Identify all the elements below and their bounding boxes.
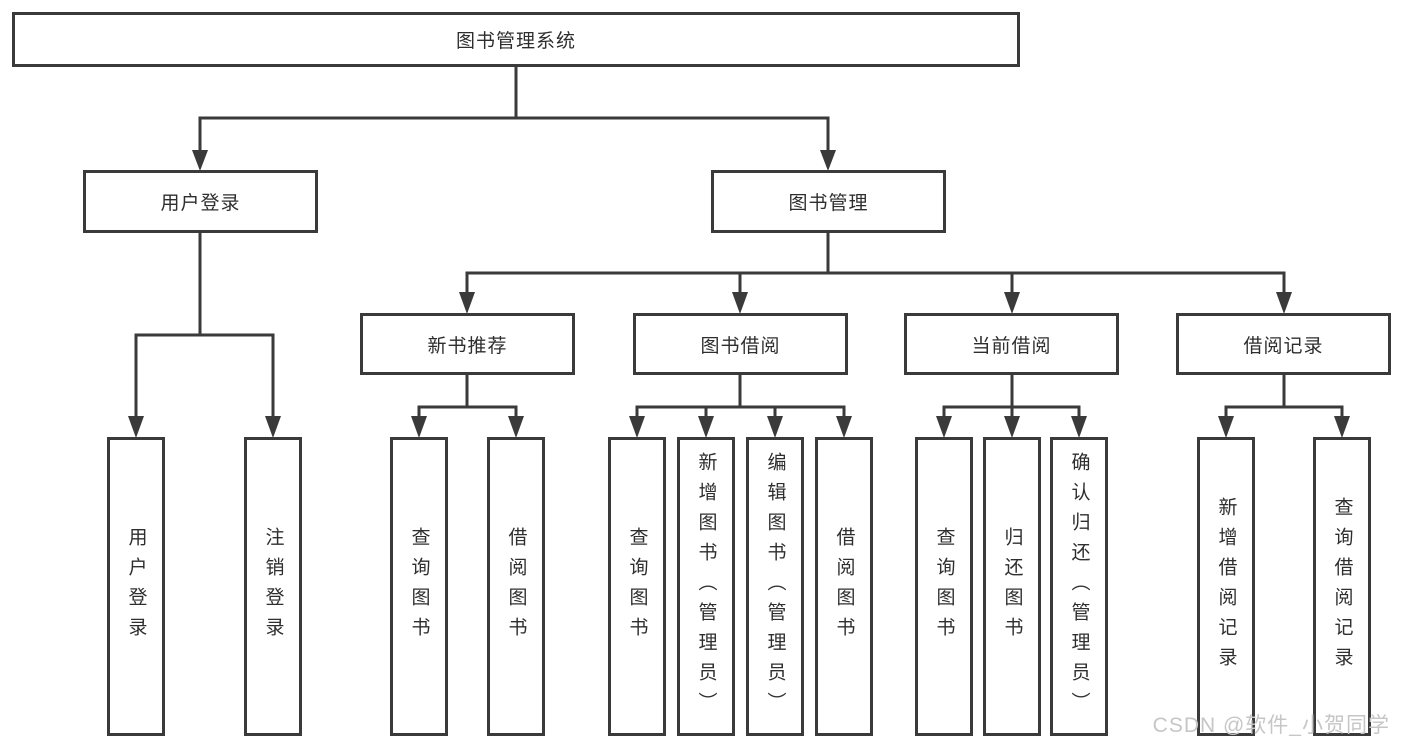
leaf-confirm-return-admin: 确认归还（管理员）	[1050, 437, 1108, 736]
leaf-query-borrow-record-label: 查询借阅记录	[1331, 496, 1353, 677]
leaf-user-login-label: 用户登录	[125, 526, 147, 647]
node-borrow-records: 借阅记录	[1176, 313, 1391, 375]
node-current-borrow: 当前借阅	[904, 313, 1119, 375]
leaf-add-book-admin-label: 新增图书（管理员）	[695, 451, 717, 722]
connector-borrow-records	[1218, 375, 1350, 438]
leaf-query-books-current-label: 查询图书	[933, 526, 955, 647]
leaf-query-books-recommend-label: 查询图书	[408, 526, 430, 647]
connector-new-book-recommend	[411, 375, 524, 438]
node-book-management: 图书管理	[711, 170, 946, 233]
leaf-return-book: 归还图书	[983, 437, 1041, 736]
leaf-return-book-label: 归还图书	[1001, 526, 1023, 647]
node-book-borrow: 图书借阅	[633, 313, 848, 375]
leaf-add-book-admin: 新增图书（管理员）	[677, 437, 735, 736]
leaf-edit-book-admin-label: 编辑图书（管理员）	[764, 451, 786, 722]
csdn-watermark: CSDN @软件_小贺同学	[1152, 714, 1390, 737]
connector-root	[192, 67, 836, 171]
leaf-logout-login-label: 注销登录	[262, 526, 284, 647]
leaf-borrow-books-borrow: 借阅图书	[815, 437, 873, 736]
leaf-query-books-current: 查询图书	[915, 437, 973, 736]
leaf-query-books-borrow: 查询图书	[608, 437, 666, 736]
connector-current-borrow	[936, 375, 1087, 438]
connector-book-borrow	[629, 375, 852, 438]
node-new-book-recommend: 新书推荐	[360, 313, 575, 375]
leaf-user-login: 用户登录	[107, 437, 165, 736]
leaf-logout-login: 注销登录	[244, 437, 302, 736]
leaf-query-books-recommend: 查询图书	[390, 437, 448, 736]
leaf-add-borrow-record-label: 新增借阅记录	[1215, 496, 1237, 677]
leaf-edit-book-admin: 编辑图书（管理员）	[746, 437, 804, 736]
leaf-confirm-return-admin-label: 确认归还（管理员）	[1068, 451, 1090, 722]
leaf-borrow-books-borrow-label: 借阅图书	[833, 526, 855, 647]
leaf-add-borrow-record: 新增借阅记录	[1197, 437, 1255, 736]
connector-book-management	[459, 233, 1292, 314]
node-user-login: 用户登录	[83, 170, 318, 233]
connector-user-login	[128, 233, 281, 438]
node-library-management-system: 图书管理系统	[12, 12, 1020, 67]
leaf-borrow-books-recommend-label: 借阅图书	[505, 526, 527, 647]
leaf-query-books-borrow-label: 查询图书	[626, 526, 648, 647]
leaf-borrow-books-recommend: 借阅图书	[487, 437, 545, 736]
leaf-query-borrow-record: 查询借阅记录	[1313, 437, 1371, 736]
